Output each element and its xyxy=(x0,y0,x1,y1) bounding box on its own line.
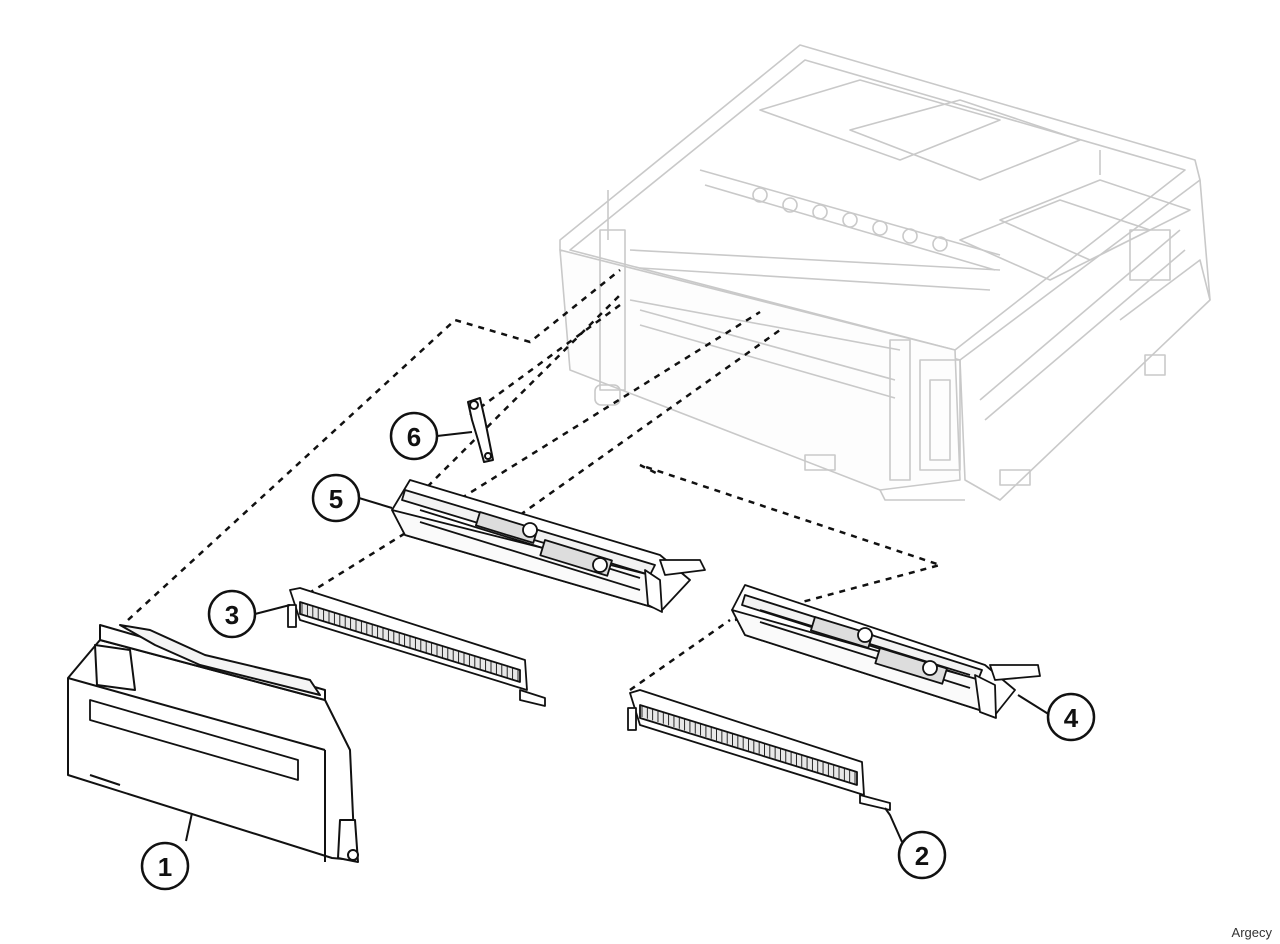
callout-4: 4 xyxy=(1046,692,1096,742)
callout-1: 1 xyxy=(140,841,190,891)
part-1-tray-cover xyxy=(67,624,359,863)
tray-frame-assembly xyxy=(559,44,1211,501)
callout-leaders xyxy=(185,431,1051,843)
callout-4-label: 4 xyxy=(1064,703,1079,733)
callout-3: 3 xyxy=(207,589,257,639)
callout-5: 5 xyxy=(311,473,361,523)
callout-6-label: 6 xyxy=(407,422,421,452)
part-2-right-rail xyxy=(627,689,891,811)
part-4-feed-module xyxy=(731,584,1041,719)
callout-6: 6 xyxy=(389,411,439,461)
leader-lines xyxy=(127,269,945,692)
callout-2: 2 xyxy=(897,830,947,880)
callout-2-label: 2 xyxy=(915,841,929,871)
watermark-text: Argecy xyxy=(1231,925,1272,940)
callout-5-label: 5 xyxy=(329,484,343,514)
part-3-left-rail xyxy=(287,587,546,707)
callout-3-label: 3 xyxy=(225,600,239,630)
part-5-feed-module xyxy=(391,479,706,613)
part-6-actuator xyxy=(467,397,494,463)
callout-1-label: 1 xyxy=(158,852,172,882)
